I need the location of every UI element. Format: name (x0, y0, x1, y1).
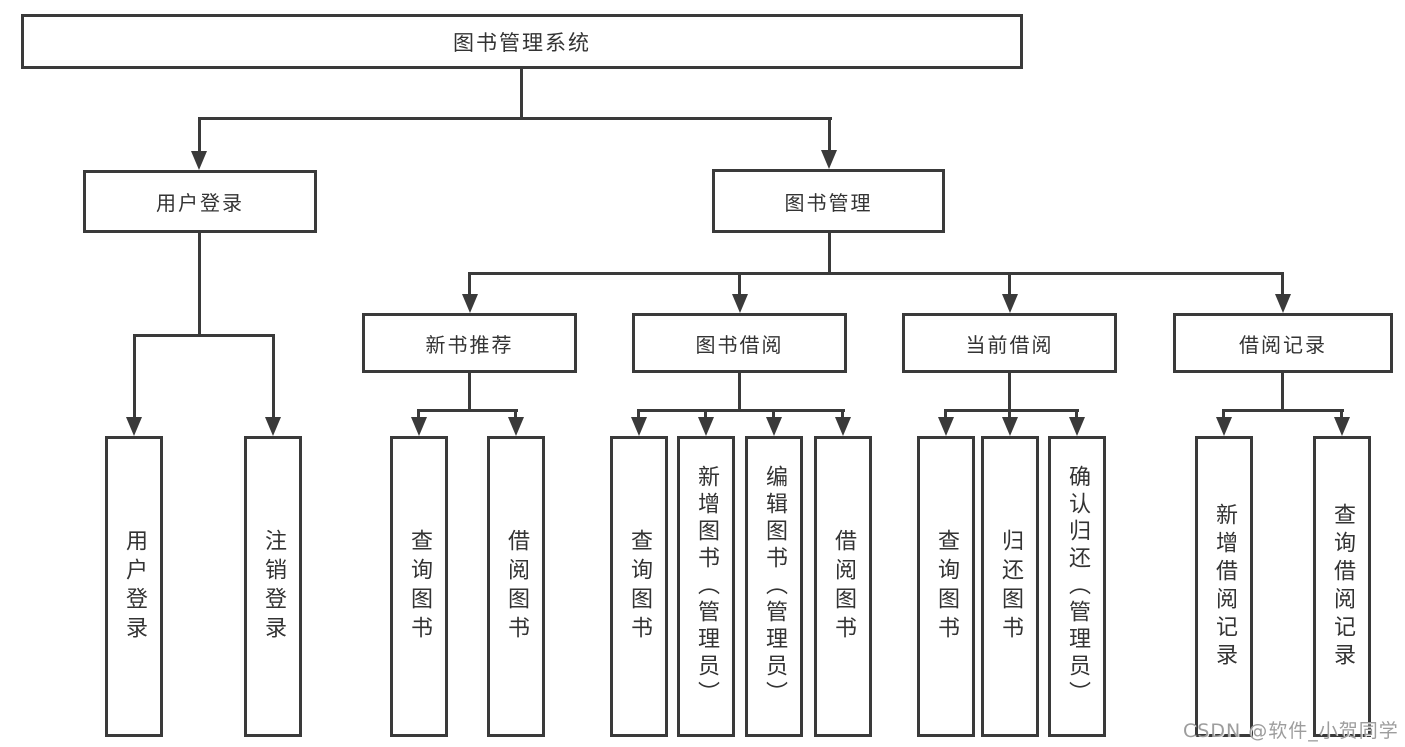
arrow-down-icon (1275, 294, 1291, 313)
connector-line (944, 409, 947, 419)
node-root: 图书管理系统 (21, 14, 1023, 69)
arrow-down-icon (265, 417, 281, 436)
leaf-borrow-books: 借阅图书 (487, 436, 545, 737)
arrow-down-icon (1002, 294, 1018, 313)
arrow-down-icon (1069, 417, 1085, 436)
connector-line (637, 409, 845, 412)
arrow-down-icon (462, 294, 478, 313)
connector-line (738, 373, 741, 410)
arrow-down-icon (1002, 417, 1018, 436)
connector-line (1222, 409, 1225, 419)
connector-line (1281, 272, 1284, 296)
arrow-down-icon (835, 417, 851, 436)
node-borrow-records: 借阅记录 (1173, 313, 1393, 373)
arrow-down-icon (766, 417, 782, 436)
connector-line (133, 334, 136, 419)
leaf-confirm-return-admin: 确认归还（管理员） (1048, 436, 1106, 737)
connector-line (772, 409, 775, 419)
leaf-add-books-admin: 新增图书（管理员） (677, 436, 735, 737)
connector-line (637, 409, 640, 419)
connector-line (272, 334, 275, 419)
connector-line (514, 409, 517, 419)
connector-line (417, 409, 518, 412)
connector-line (704, 409, 707, 419)
connector-line (417, 409, 420, 419)
leaf-add-borrow-record: 新增借阅记录 (1195, 436, 1253, 737)
connector-line (468, 272, 471, 296)
node-current-borrow: 当前借阅 (902, 313, 1117, 373)
node-user-login: 用户登录 (83, 170, 317, 233)
leaf-logout: 注销登录 (244, 436, 302, 737)
leaf-query-books: 查询图书 (390, 436, 448, 737)
connector-line (1008, 409, 1011, 419)
connector-line (738, 272, 741, 296)
arrow-down-icon (631, 417, 647, 436)
connector-line (198, 117, 201, 153)
arrow-down-icon (1334, 417, 1350, 436)
connector-line (1075, 409, 1078, 419)
node-book-borrow: 图书借阅 (632, 313, 847, 373)
node-book-management: 图书管理 (712, 169, 945, 233)
arrow-down-icon (411, 417, 427, 436)
connector-line (520, 69, 523, 118)
connector-line (944, 409, 1079, 412)
connector-line (1340, 409, 1343, 419)
arrow-down-icon (191, 151, 207, 170)
arrow-down-icon (698, 417, 714, 436)
arrow-down-icon (821, 150, 837, 169)
connector-line (828, 117, 831, 152)
connector-line (1008, 373, 1011, 410)
connector-line (133, 334, 275, 337)
connector-line (198, 117, 832, 120)
connector-line (468, 373, 471, 410)
leaf-user-login: 用户登录 (105, 436, 163, 737)
connector-line (1222, 409, 1344, 412)
connector-line (1008, 272, 1011, 296)
connector-line (1281, 373, 1284, 410)
leaf-return-books: 归还图书 (981, 436, 1039, 737)
leaf-query-books: 查询图书 (917, 436, 975, 737)
connector-line (198, 233, 201, 335)
leaf-query-borrow-record: 查询借阅记录 (1313, 436, 1371, 737)
csdn-watermark: CSDN @软件_小贺同学 (1183, 720, 1399, 742)
connector-line (468, 272, 1284, 275)
arrow-down-icon (938, 417, 954, 436)
connector-line (828, 233, 831, 273)
arrow-down-icon (126, 417, 142, 436)
leaf-query-books: 查询图书 (610, 436, 668, 737)
node-new-book-recommend: 新书推荐 (362, 313, 577, 373)
arrow-down-icon (508, 417, 524, 436)
leaf-borrow-books: 借阅图书 (814, 436, 872, 737)
leaf-edit-books-admin: 编辑图书（管理员） (745, 436, 803, 737)
arrow-down-icon (732, 294, 748, 313)
arrow-down-icon (1216, 417, 1232, 436)
connector-line (841, 409, 844, 419)
